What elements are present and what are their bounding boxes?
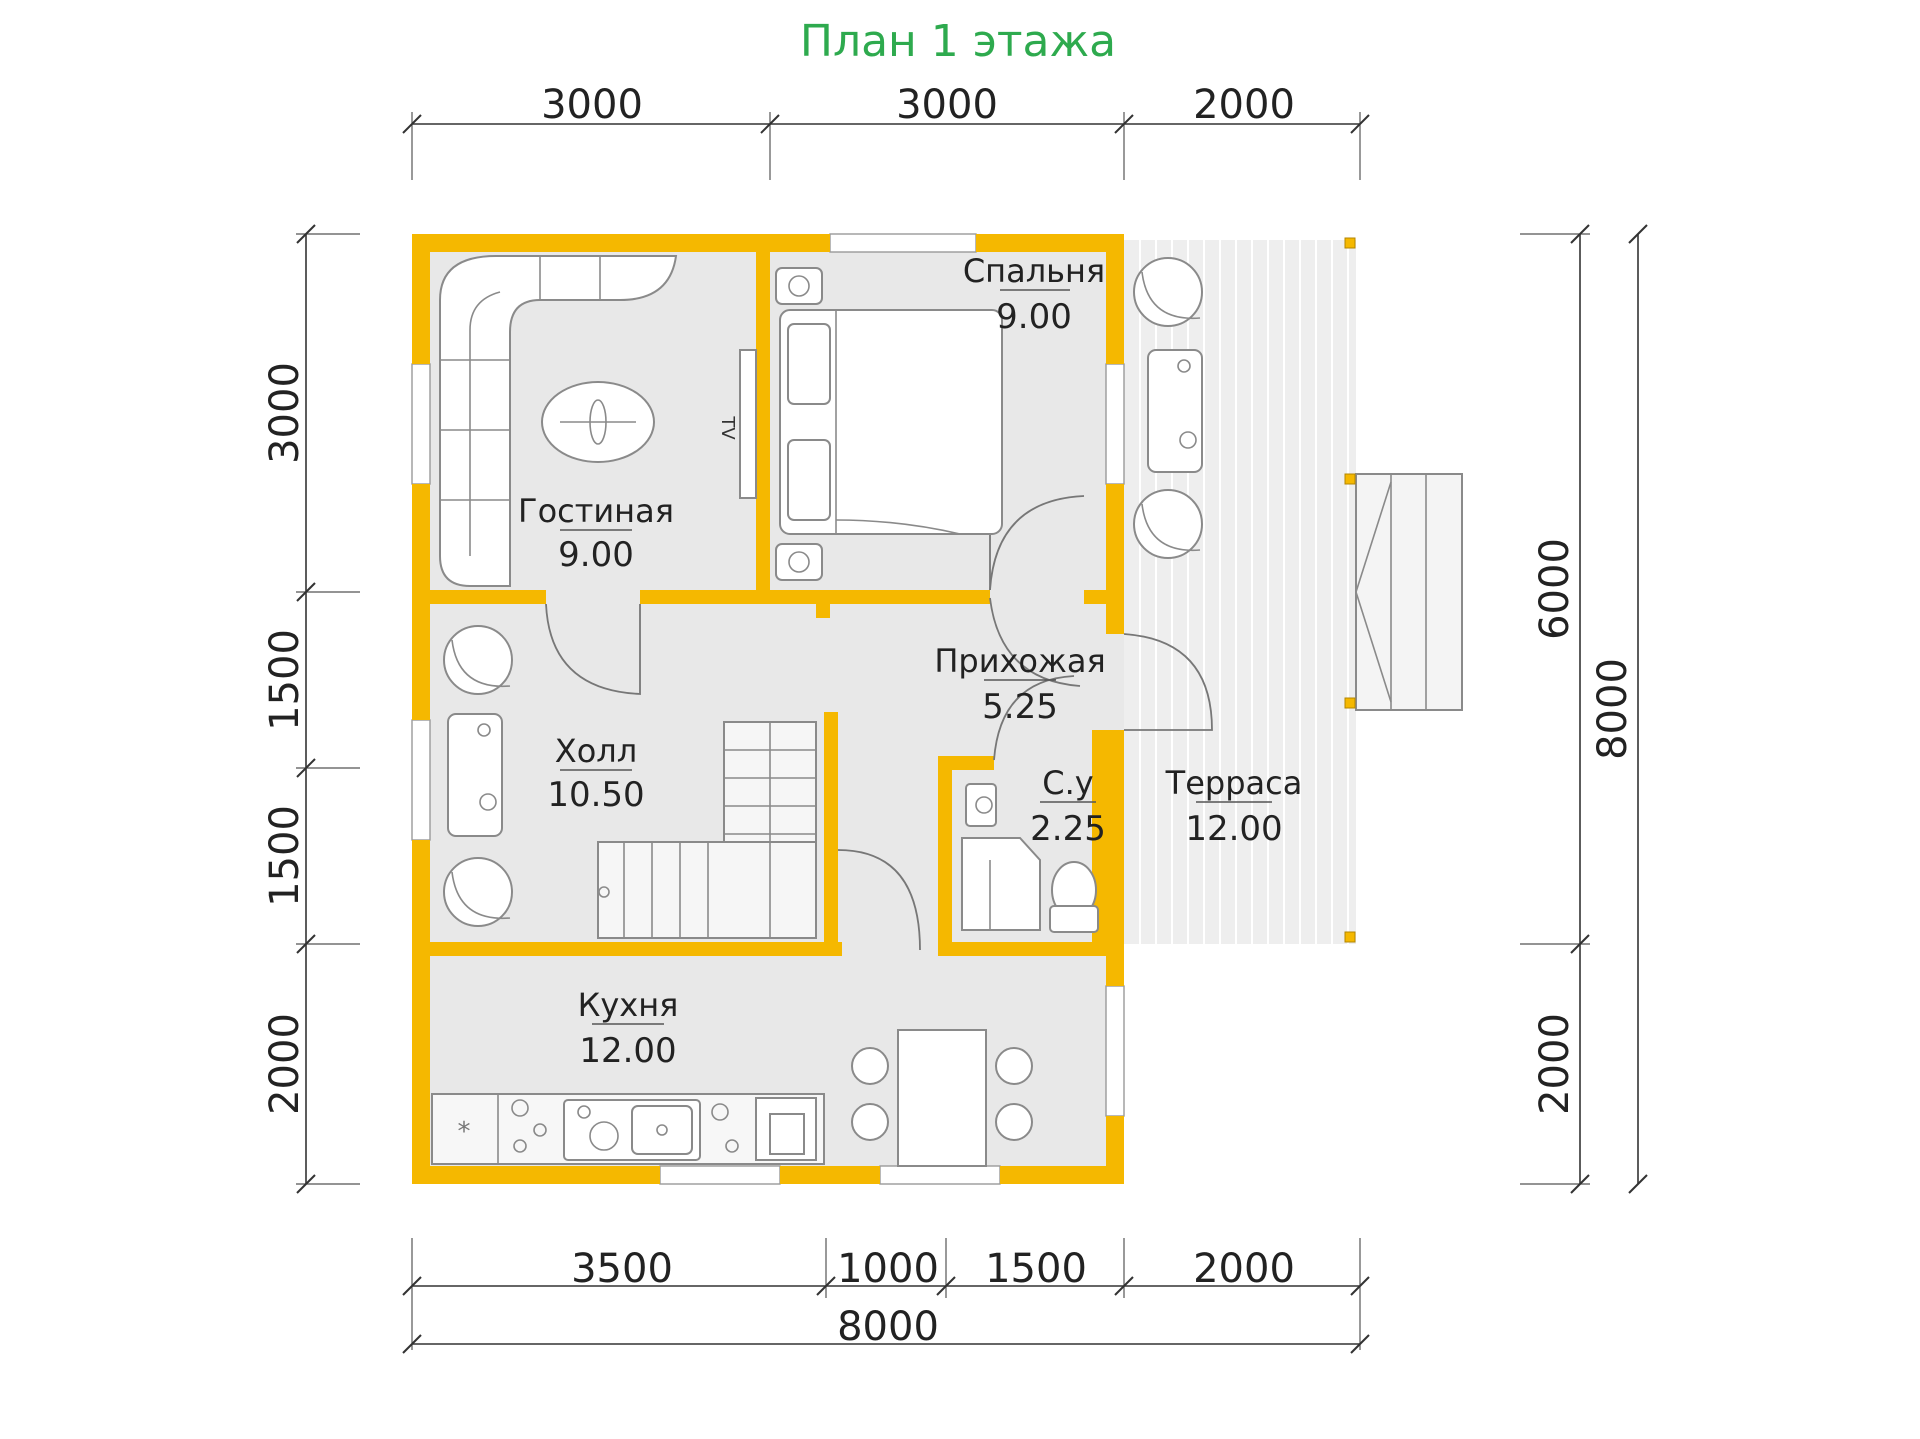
sofa-icon — [439, 255, 678, 587]
dim-bottom-total: 8000 — [837, 1304, 939, 1350]
dim-top-1: 3000 — [541, 82, 643, 128]
armchair-icon — [1133, 489, 1203, 559]
room-area-bedroom: 9.00 — [996, 297, 1072, 337]
bathroom-furniture — [961, 783, 1099, 933]
sink-icon — [631, 1105, 693, 1155]
terrace-furniture — [1133, 257, 1203, 559]
room-labels: Гостиная 9.00 Спальня 9.00 Холл 10.50 Пр… — [518, 252, 1302, 1071]
dim-bottom-1: 3500 — [571, 1246, 673, 1292]
dining-table — [897, 1029, 987, 1167]
dim-top-3: 2000 — [1193, 82, 1295, 128]
room-living: Гостиная 9.00 — [518, 492, 674, 575]
dim-left-3: 1500 — [262, 805, 308, 907]
dim-left-4: 2000 — [262, 1013, 308, 1115]
room-entrance: Прихожая 5.25 — [934, 642, 1105, 727]
room-name-bedroom: Спальня — [963, 252, 1105, 290]
plan-title: План 1 этажа — [800, 16, 1116, 67]
dimension-labels: 3000 3000 2000 3500 1000 1500 2000 8000 … — [262, 82, 1636, 1350]
armchair-icon — [443, 625, 513, 695]
stove-icon — [511, 1099, 547, 1153]
dim-right-1: 6000 — [1532, 538, 1578, 640]
svg-text:*: * — [458, 1117, 471, 1147]
living-furniture: TV — [439, 255, 757, 587]
room-name-entrance: Прихожая — [934, 642, 1105, 680]
dim-bottom-3: 1500 — [985, 1246, 1087, 1292]
terrace-steps — [1355, 473, 1463, 711]
room-name-terrace: Терраса — [1165, 764, 1303, 802]
dimension-lines — [296, 112, 1648, 1354]
shower-icon — [961, 837, 1041, 931]
room-name-living: Гостиная — [518, 492, 674, 530]
dim-right-total: 8000 — [1590, 658, 1636, 760]
dim-left-2: 1500 — [262, 629, 308, 731]
room-name-hall: Холл — [555, 732, 637, 770]
room-name-bathroom: С.у — [1042, 764, 1093, 802]
dim-left-1: 3000 — [262, 362, 308, 464]
room-name-kitchen: Кухня — [578, 986, 679, 1024]
tv-label: TV — [717, 415, 738, 440]
walls — [412, 234, 1124, 1184]
stairs-icon — [597, 721, 817, 939]
dim-right-2: 2000 — [1532, 1013, 1578, 1115]
room-area-hall: 10.50 — [547, 775, 644, 815]
room-kitchen: Кухня 12.00 — [578, 986, 679, 1071]
toilet-icon — [1049, 861, 1099, 933]
room-terrace: Терраса 12.00 — [1165, 764, 1303, 849]
sink-icon — [965, 783, 997, 827]
room-area-terrace: 12.00 — [1185, 809, 1282, 849]
room-area-living: 9.00 — [558, 535, 634, 575]
bedroom-furniture — [775, 267, 1003, 581]
room-area-entrance: 5.25 — [982, 687, 1058, 727]
dim-bottom-2: 1000 — [837, 1246, 939, 1292]
armchair-icon — [443, 857, 513, 927]
room-hall: Холл 10.50 — [547, 732, 644, 815]
room-area-kitchen: 12.00 — [579, 1031, 676, 1071]
room-area-bathroom: 2.25 — [1030, 809, 1106, 849]
hall-furniture — [443, 625, 817, 939]
kitchen-furniture: * — [431, 1029, 1033, 1167]
dim-bottom-4: 2000 — [1193, 1246, 1295, 1292]
room-bedroom: Спальня 9.00 — [963, 252, 1105, 337]
dim-top-2: 3000 — [896, 82, 998, 128]
room-bathroom: С.у 2.25 — [1030, 764, 1106, 849]
armchair-icon — [1133, 257, 1203, 327]
tv-icon — [739, 349, 757, 499]
